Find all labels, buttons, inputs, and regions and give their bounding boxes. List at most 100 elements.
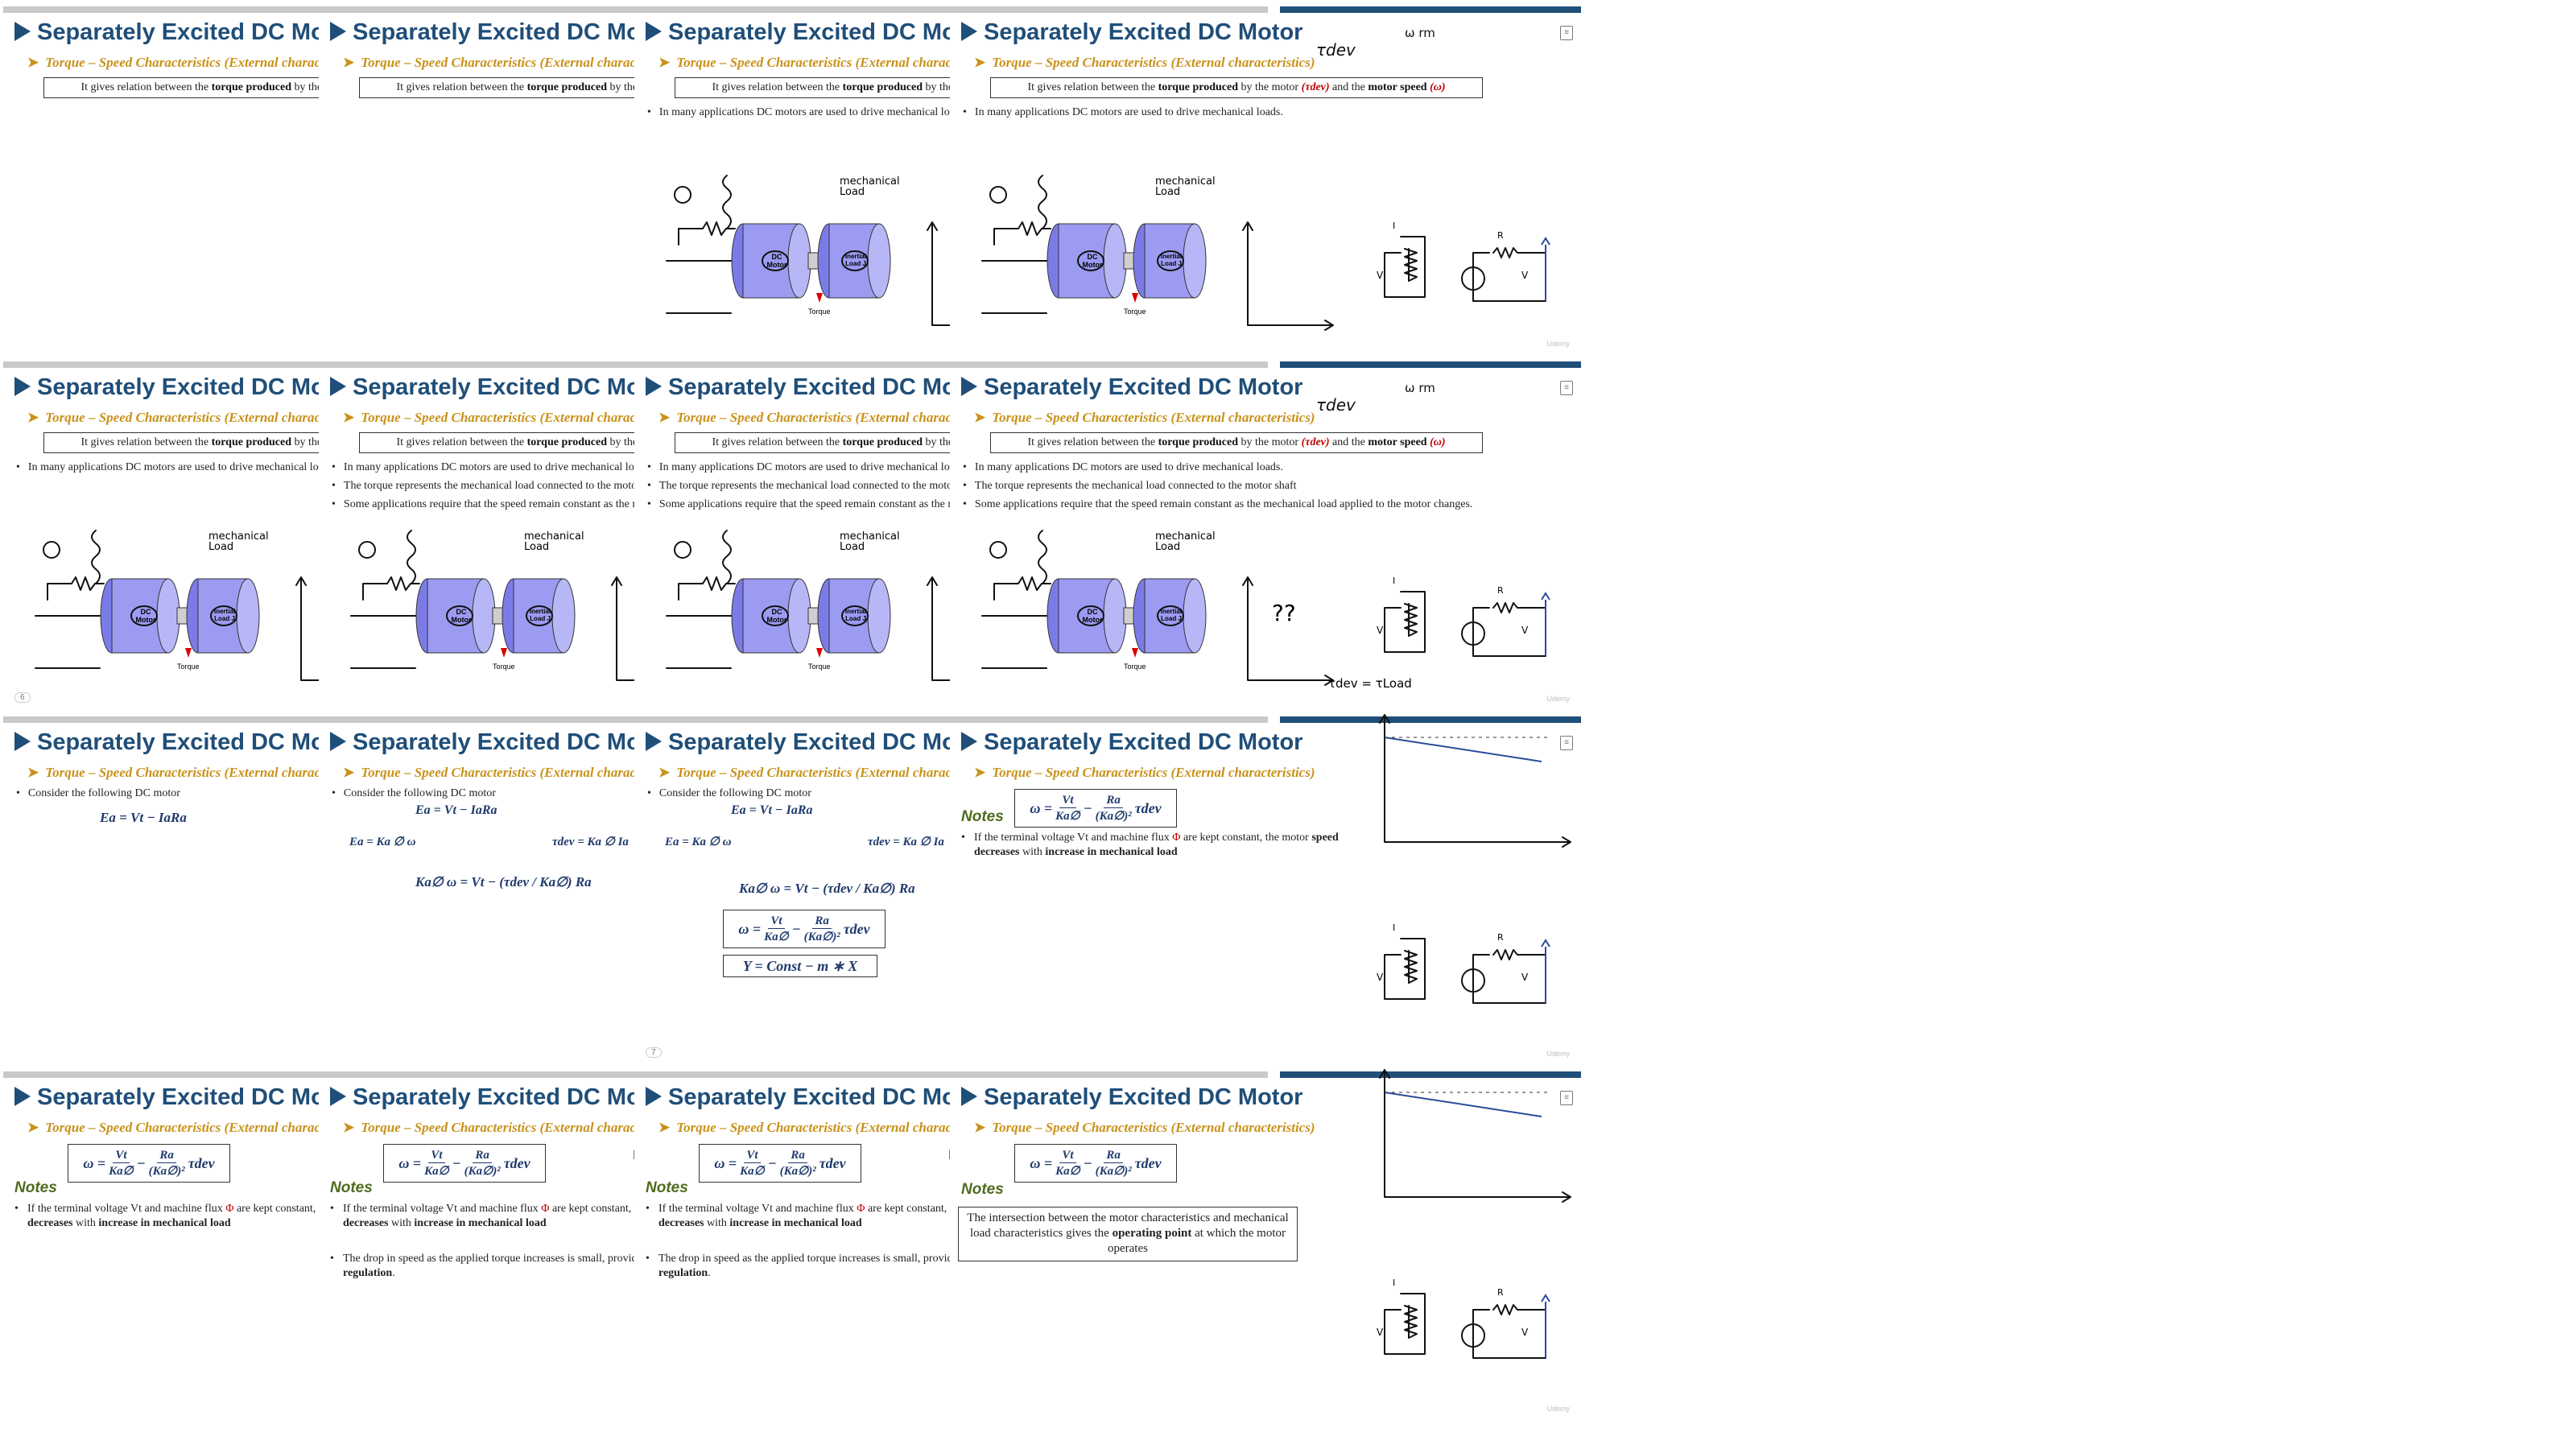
top-bar-gray xyxy=(3,6,321,13)
svg-text:I: I xyxy=(1393,576,1395,586)
top-bar-gray xyxy=(319,1071,637,1078)
ea-k-equation: Ea = Ka ∅ ω xyxy=(665,836,732,848)
n1-with: with xyxy=(704,1217,730,1229)
title-triangle-icon xyxy=(961,22,977,41)
title-triangle-icon xyxy=(14,377,31,396)
subtitle-text: Torque – Speed Characteristics (External… xyxy=(992,1120,1315,1135)
notes-heading: Notes xyxy=(646,1179,688,1196)
ea-equation: Ea = Vt − IaRa xyxy=(100,810,187,825)
slide-title: Separately Excited DC Motor xyxy=(14,374,356,401)
title-triangle-icon xyxy=(330,377,346,396)
fraction-ra: Ra(Ka∅)² xyxy=(149,1149,185,1179)
subtitle-text: Torque – Speed Characteristics (External… xyxy=(361,55,684,70)
mech-load-note: mechanical Load xyxy=(1155,175,1216,198)
top-bar-gray xyxy=(634,1071,952,1078)
slide-title: Separately Excited DC Motor xyxy=(646,1084,987,1111)
slide-notes-icon[interactable]: ≡ xyxy=(1560,26,1573,40)
slide-subtitle: ➤Torque – Speed Characteristics (Externa… xyxy=(343,410,684,426)
arrow-bullet-icon: ➤ xyxy=(27,410,39,425)
bullet-list: In many applications DC motors are used … xyxy=(647,106,968,125)
slide-thumbnail[interactable]: Separately Excited DC Motor➤Torque – Spe… xyxy=(950,3,1581,354)
slide-notes-icon[interactable]: ≡ xyxy=(1560,381,1573,395)
slide-title: Separately Excited DC Motor xyxy=(330,1084,671,1111)
slide-notes-icon[interactable]: ≡ xyxy=(1560,736,1573,750)
subtitle-text: Torque – Speed Characteristics (External… xyxy=(992,55,1315,70)
top-bar-gray xyxy=(319,361,637,368)
fraction-ra: Ra(Ka∅)² xyxy=(780,1149,816,1179)
notes-heading: Notes xyxy=(14,1179,57,1196)
slide-thumbnail[interactable]: Separately Excited DC Motor➤Torque – Spe… xyxy=(950,713,1581,1064)
slide-subtitle: ➤Torque – Speed Characteristics (Externa… xyxy=(658,765,1000,781)
load-label: Inertial Load J xyxy=(1160,608,1183,622)
slide-title: Separately Excited DC Motor xyxy=(14,1084,356,1111)
bullet-list: In many applications DC motors are used … xyxy=(16,461,336,480)
n1-b2: increase in mechanical load xyxy=(414,1217,547,1229)
slide-thumbnail[interactable]: Separately Excited DC Motor➤Torque – Spe… xyxy=(950,358,1581,709)
bullet-item: Consider the following DC motor xyxy=(332,787,496,800)
slide-title: Separately Excited DC Motor xyxy=(330,374,671,401)
n1-with: with xyxy=(1019,846,1046,858)
n2-pre: The drop in speed as the applied torque … xyxy=(658,1253,978,1265)
line-equation: Y = Const − m ∗ X xyxy=(723,955,877,977)
speed-torque-axes xyxy=(1379,1069,1571,1203)
slide-notes-icon[interactable]: ≡ xyxy=(1560,1091,1573,1105)
eq-omega: ω = xyxy=(1030,799,1053,816)
mech-load-note: mechanical Load xyxy=(1155,530,1216,553)
def-pre: It gives relation between the xyxy=(396,436,527,448)
svg-text:R: R xyxy=(1497,932,1504,943)
tau-k-equation: τdev = Ka ∅ Ia xyxy=(868,836,944,848)
mech-load-note: mechanical Load xyxy=(840,530,900,553)
load-label: Inertial Load J xyxy=(1160,253,1183,267)
svg-text:V: V xyxy=(1377,1327,1384,1338)
slide-top-bar xyxy=(950,1071,1581,1078)
slide-title-text: Separately Excited DC Motor xyxy=(668,374,988,400)
fraction-ra: Ra(Ka∅)² xyxy=(1096,794,1132,824)
torque-label: Torque xyxy=(1124,663,1146,671)
slide-subtitle: ➤Torque – Speed Characteristics (Externa… xyxy=(343,765,684,781)
ea-equation: Ea = Vt − IaRa xyxy=(731,803,813,817)
slide-title: Separately Excited DC Motor xyxy=(14,729,356,756)
load-label: Inertial Load J xyxy=(213,608,236,622)
def-pre: It gives relation between the xyxy=(712,436,843,448)
eq-omega: ω = xyxy=(1030,1154,1053,1171)
n1-pre: If the terminal voltage Vt and machine f… xyxy=(974,832,1173,844)
subtitle-text: Torque – Speed Characteristics (External… xyxy=(992,765,1315,780)
load-label: Inertial Load J xyxy=(844,608,867,622)
op-post: at which the motor operates xyxy=(1108,1227,1286,1255)
arrow-bullet-icon: ➤ xyxy=(27,1120,39,1135)
watermark: Udemy xyxy=(1546,1050,1570,1058)
dc-motor-load-figure xyxy=(35,530,260,669)
eq-ra: Ra xyxy=(473,1149,492,1163)
bullet-item: Consider the following DC motor xyxy=(16,787,180,800)
operating-point-box: The intersection between the motor chara… xyxy=(958,1207,1298,1261)
slide-subtitle: ➤Torque – Speed Characteristics (Externa… xyxy=(658,1120,1000,1136)
fraction-ra: Ra(Ka∅)² xyxy=(804,914,840,944)
subtitle-text: Torque – Speed Characteristics (External… xyxy=(361,765,684,780)
slide-title: Separately Excited DC Motor xyxy=(330,19,671,46)
top-bar-gray xyxy=(3,361,321,368)
svg-text:I: I xyxy=(1393,1278,1395,1288)
svg-text:V: V xyxy=(1377,972,1384,983)
bullet-list: Consider the following DC motor xyxy=(647,787,811,806)
slide-title-text: Separately Excited DC Motor xyxy=(37,1084,357,1110)
subtitle-text: Torque – Speed Characteristics (External… xyxy=(361,410,684,425)
svg-text:V: V xyxy=(1377,270,1384,281)
svg-text:V: V xyxy=(1521,270,1529,281)
slide-title-text: Separately Excited DC Motor xyxy=(668,729,988,755)
subtitle-text: Torque – Speed Characteristics (External… xyxy=(676,55,1000,70)
n1-phi: Φ xyxy=(1172,832,1181,844)
handwritten-omega-rm: ω rm xyxy=(1405,381,1435,395)
slide-subtitle: ➤Torque – Speed Characteristics (Externa… xyxy=(343,55,684,71)
slide-title-text: Separately Excited DC Motor xyxy=(353,729,672,755)
slide-pager: 7 xyxy=(646,1047,662,1058)
slide-thumbnail[interactable]: Separately Excited DC Motor➤Torque – Spe… xyxy=(950,1068,1581,1419)
torque-label: Torque xyxy=(1124,308,1146,316)
slide-subtitle: ➤Torque – Speed Characteristics (Externa… xyxy=(974,410,1315,426)
